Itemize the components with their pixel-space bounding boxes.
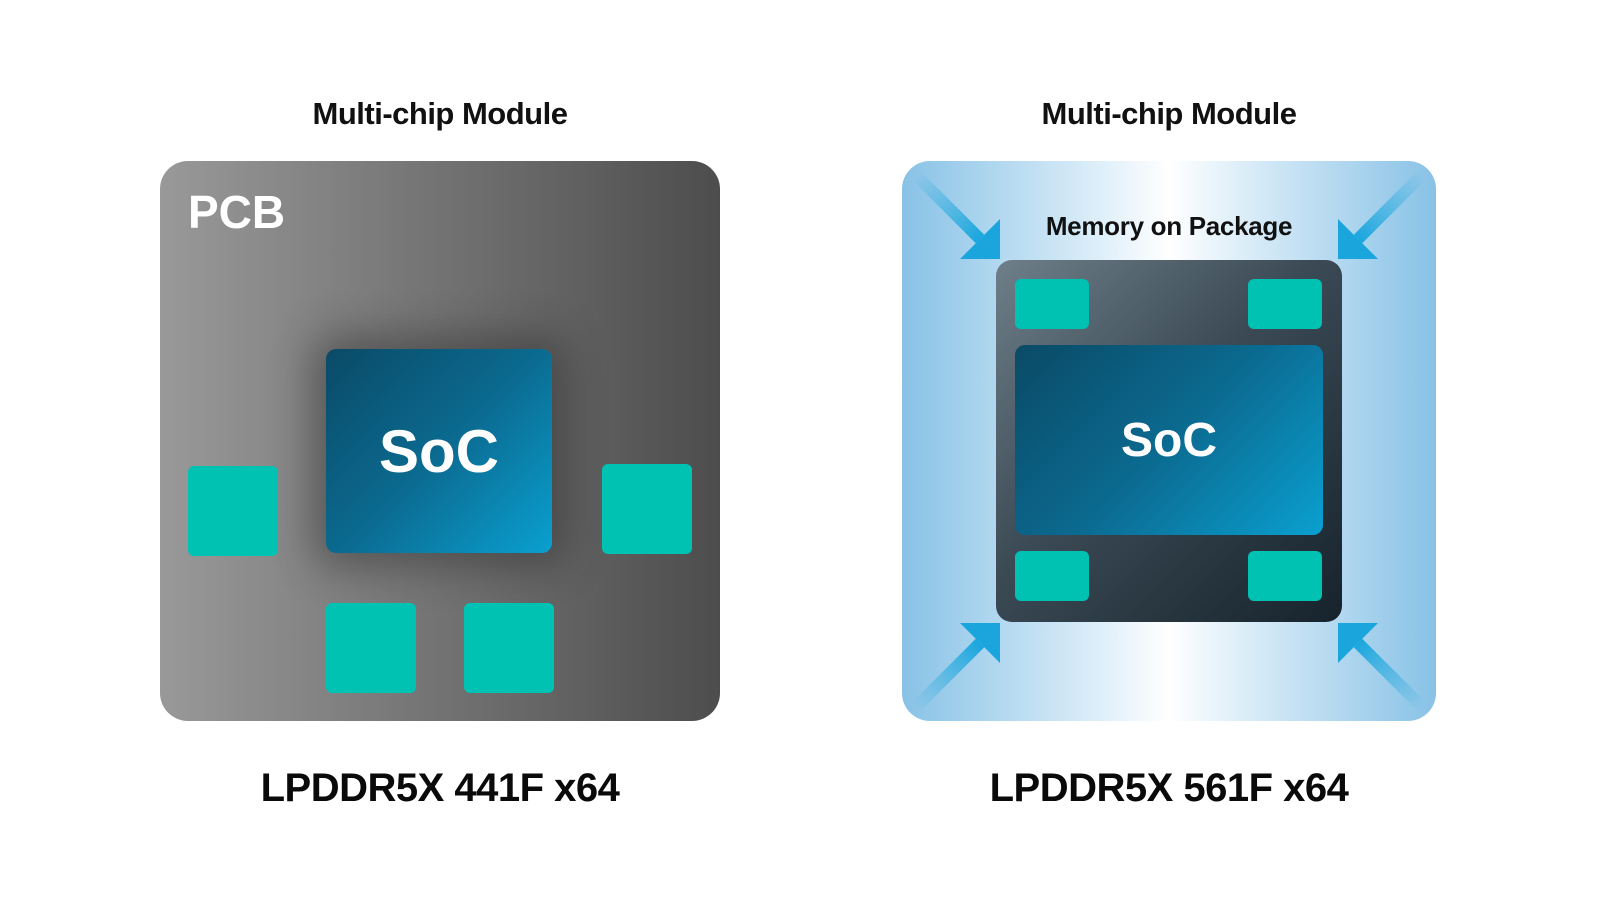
right-panel-caption: LPDDR5X 561F x64 [989, 766, 1349, 810]
memory-chip [1248, 279, 1322, 329]
pcb-board: PCB SoC [160, 161, 720, 721]
left-panel-title: Multi-chip Module [312, 96, 568, 131]
inward-arrows [911, 170, 1427, 712]
memory-chip [1248, 551, 1322, 601]
soc-chip: SoC [1015, 345, 1323, 535]
arrow-inward-icon [911, 170, 1000, 259]
right-panel-title: Multi-chip Module [1041, 96, 1297, 131]
memory-chip [602, 464, 692, 554]
memory-chip [1015, 279, 1089, 329]
memory-chip [188, 466, 278, 556]
package-substrate: SoC [996, 260, 1342, 622]
memory-chip [1015, 551, 1089, 601]
soc-label: SoC [1121, 413, 1217, 467]
arrow-inward-icon [1338, 170, 1427, 259]
module-frame: Memory on Package SoC [902, 161, 1436, 721]
soc-chip: SoC [326, 349, 552, 553]
arrow-inward-icon [911, 623, 1000, 712]
left-panel-caption: LPDDR5X 441F x64 [260, 766, 620, 810]
memory-chip [326, 603, 416, 693]
memory-chip [464, 603, 554, 693]
pcb-label: PCB [188, 186, 286, 238]
memory-on-package-label: Memory on Package [1045, 211, 1293, 241]
arrow-inward-icon [1338, 623, 1427, 712]
soc-label: SoC [379, 417, 499, 485]
